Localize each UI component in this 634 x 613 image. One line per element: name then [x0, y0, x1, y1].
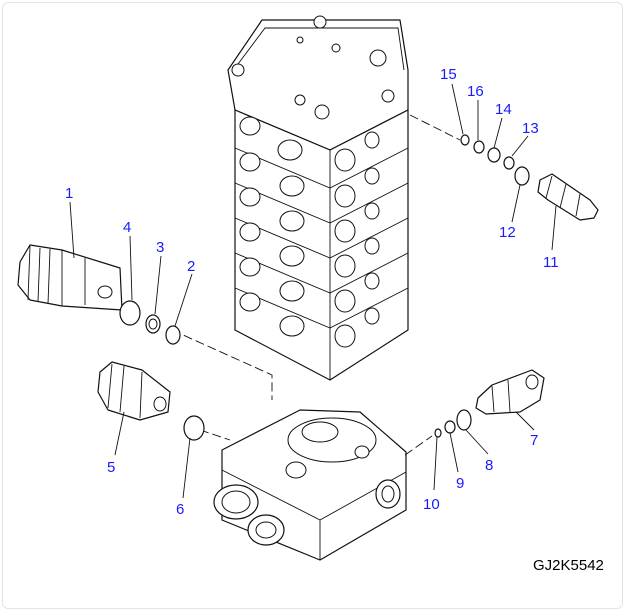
callout-1: 1 — [65, 185, 73, 202]
part-13-o-ring — [503, 156, 515, 170]
callout-13: 13 — [522, 120, 539, 137]
bottom-valve-section — [213, 409, 407, 561]
callout-3: 3 — [156, 239, 164, 256]
callout-5: 5 — [107, 459, 115, 476]
leader-lines — [69, 83, 557, 499]
callout-11: 11 — [543, 254, 559, 271]
callout-16: 16 — [467, 83, 484, 100]
frame-border — [2, 2, 623, 609]
part-7-valve — [475, 369, 545, 415]
part-4-o-ring — [119, 300, 141, 326]
callout-6: 6 — [176, 501, 184, 518]
part-16-o-ring — [473, 140, 485, 154]
assembly-line-left — [171, 329, 273, 400]
callout-8: 8 — [485, 457, 493, 474]
assembly-line-6 — [199, 429, 231, 441]
part-1-valve — [17, 244, 123, 311]
callout-7: 7 — [530, 432, 538, 449]
assembly-line-bottom-right — [404, 435, 433, 456]
part-15-o-ring — [460, 134, 470, 146]
callout-9: 9 — [456, 475, 464, 492]
callout-12: 12 — [499, 224, 516, 241]
callout-14: 14 — [495, 101, 512, 118]
part-2-o-ring — [165, 325, 181, 345]
callout-labels: 1 2 3 4 5 6 7 8 9 10 11 12 13 14 15 16 — [65, 66, 559, 518]
part-3-inner — [148, 318, 158, 330]
part-6-o-ring — [183, 415, 205, 441]
main-valve-block — [227, 15, 409, 381]
drawing-code: GJ2K5542 — [533, 557, 604, 574]
part-10-o-ring — [434, 428, 442, 438]
part-12-o-ring — [514, 166, 530, 186]
part-9-backup-ring — [444, 420, 456, 434]
callout-4: 4 — [123, 219, 131, 236]
part-11-valve — [537, 173, 599, 221]
callout-10: 10 — [423, 496, 440, 513]
callout-2: 2 — [187, 258, 195, 275]
part-14-backup-ring — [487, 147, 501, 163]
assembly-line-top-right — [409, 114, 461, 141]
part-8-o-ring — [456, 409, 472, 431]
part-5-valve — [97, 361, 171, 421]
callout-15: 15 — [440, 66, 457, 83]
